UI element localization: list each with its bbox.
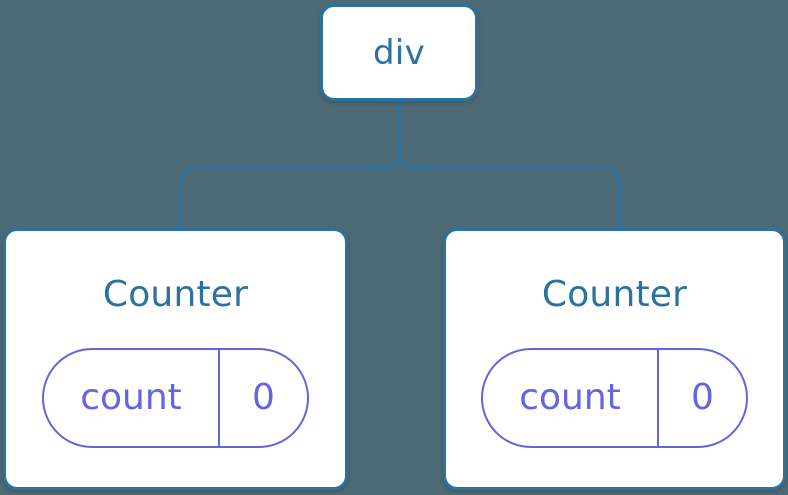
- component-title: Counter: [102, 274, 249, 315]
- component-node-counter-1[interactable]: Counter count 0: [443, 228, 786, 490]
- root-node-div[interactable]: div: [320, 4, 478, 101]
- state-key-label: count: [80, 377, 182, 418]
- pill-divider: [218, 350, 220, 446]
- pill-divider: [657, 350, 659, 446]
- state-pill[interactable]: count 0: [42, 348, 309, 448]
- component-node-counter-0[interactable]: Counter count 0: [3, 228, 348, 490]
- state-pill[interactable]: count 0: [481, 348, 748, 448]
- state-value-label: 0: [252, 377, 275, 418]
- state-value-label: 0: [691, 377, 714, 418]
- component-title: Counter: [541, 274, 688, 315]
- root-node-label: div: [372, 32, 426, 73]
- state-key-label: count: [519, 377, 621, 418]
